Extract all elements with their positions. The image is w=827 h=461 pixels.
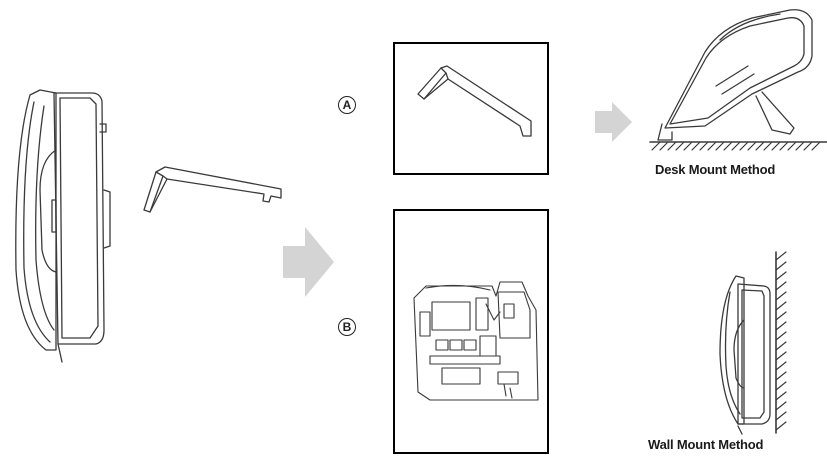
phone-desk-mount [657, 9, 813, 141]
option-a-marker: A [338, 96, 356, 114]
phone-side-view [15, 89, 111, 363]
wall-mount-label: Wall Mount Method [648, 437, 764, 452]
stand-bracket [143, 166, 282, 213]
wall-surface [775, 251, 787, 434]
option-b-frame [393, 209, 549, 454]
phone-wall-mount [719, 275, 771, 435]
option-a-frame [393, 42, 549, 175]
stand-in-box-a [417, 65, 532, 137]
option-b-marker: B [338, 318, 356, 336]
main-arrow-icon [283, 227, 334, 297]
desk-mount-label: Desk Mount Method [655, 162, 776, 177]
desk-surface [649, 141, 827, 151]
desk-arrow-icon [595, 102, 632, 142]
phone-back-view [413, 281, 539, 401]
